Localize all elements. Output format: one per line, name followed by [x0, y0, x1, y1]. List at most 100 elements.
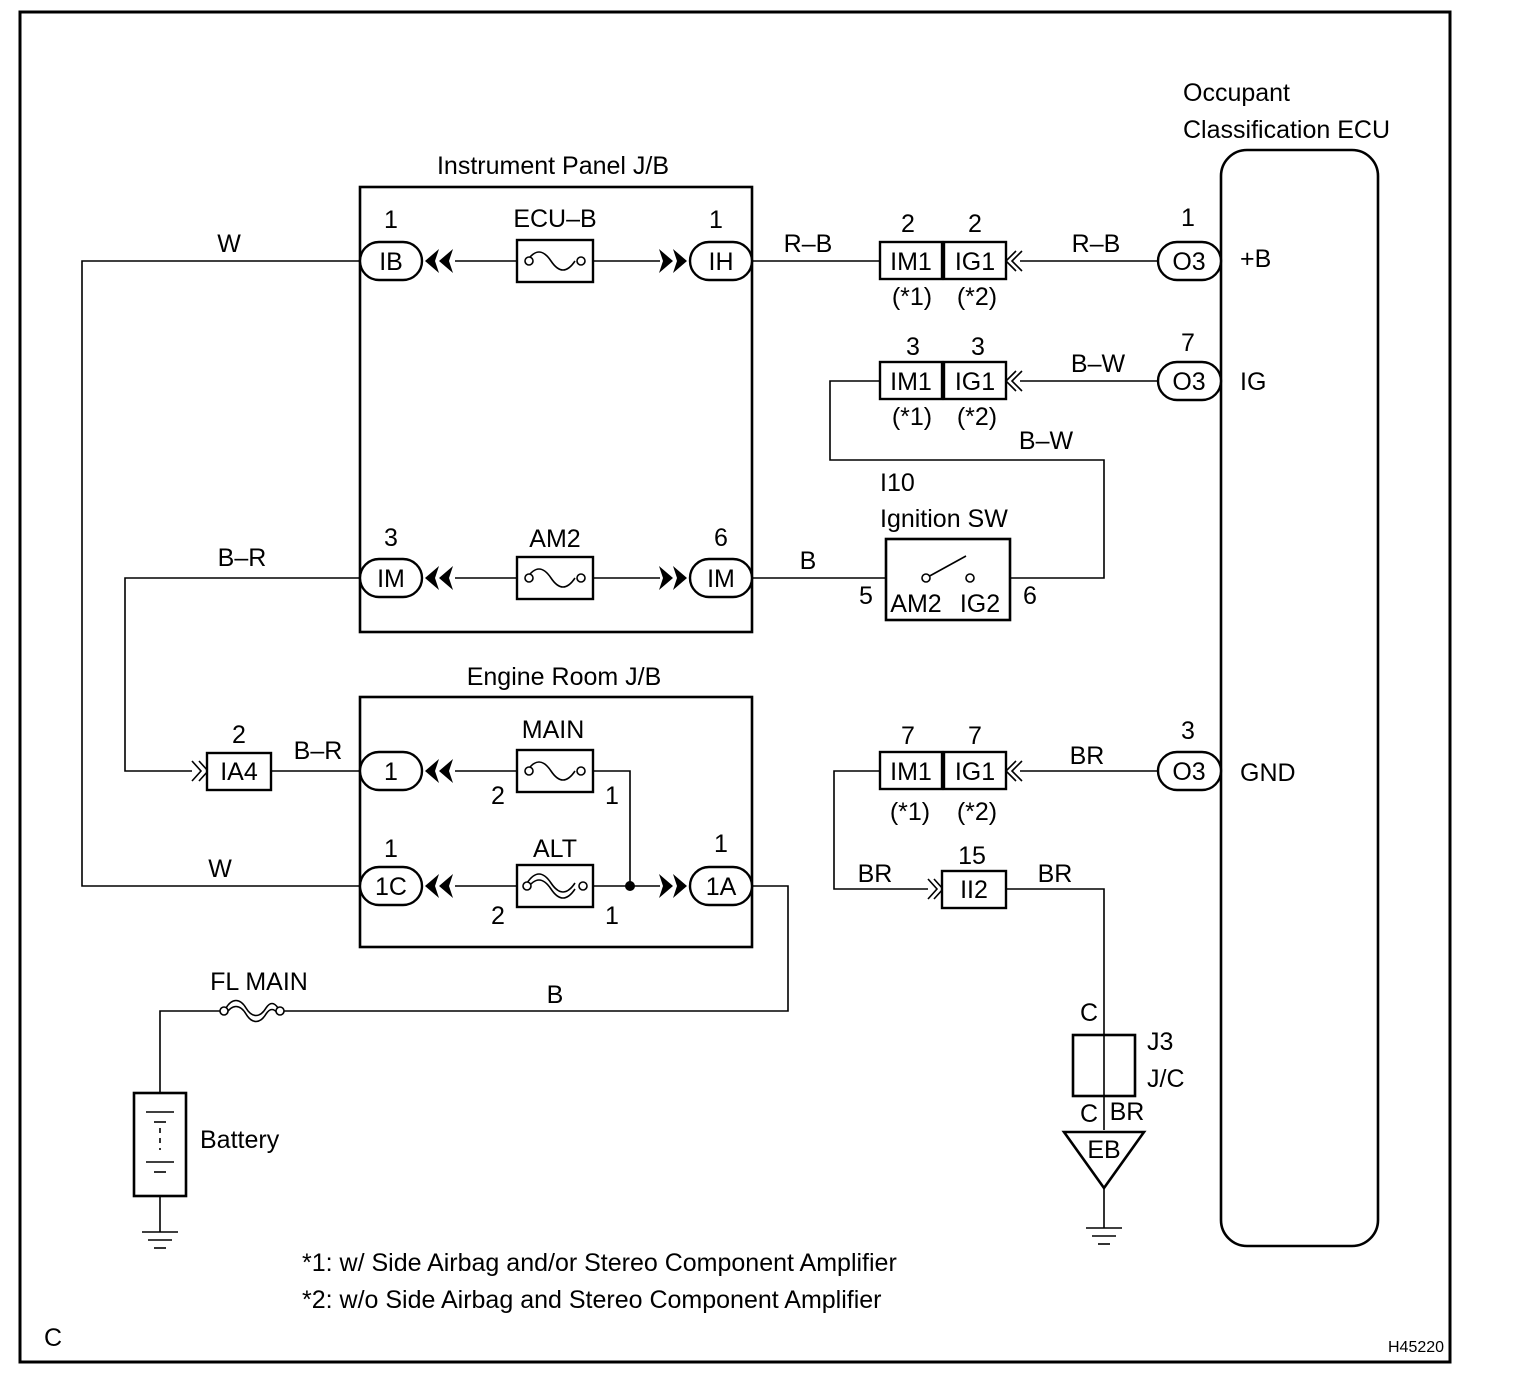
svg-text:IG: IG: [1240, 368, 1266, 396]
svg-text:IM: IM: [707, 565, 735, 593]
svg-text:BR: BR: [1038, 860, 1073, 888]
connector-split-gnd: IM1 IG1 7 7 (*1) (*2): [878, 722, 1023, 826]
svg-text:Battery: Battery: [200, 1126, 280, 1154]
svg-text:C: C: [1080, 999, 1098, 1027]
svg-text:(*1): (*1): [892, 403, 932, 431]
svg-text:Occupant: Occupant: [1183, 79, 1290, 107]
svg-text:B–W: B–W: [1019, 427, 1074, 455]
svg-text:15: 15: [958, 842, 986, 870]
engine-room-jb-box: [358, 695, 754, 949]
svg-text:1: 1: [384, 206, 398, 234]
connector-ia4: IA4 2: [191, 721, 273, 792]
svg-text:(*1): (*1): [890, 798, 930, 826]
svg-text:AM2: AM2: [529, 525, 580, 553]
svg-text:2: 2: [491, 902, 505, 930]
svg-text:1: 1: [605, 902, 619, 930]
connector-split-ig: IM1 IG1 3 3 (*1) (*2): [878, 333, 1023, 431]
svg-text:+B: +B: [1240, 245, 1271, 273]
svg-text:MAIN: MAIN: [522, 716, 585, 744]
svg-text:IB: IB: [379, 248, 403, 276]
ground-symbol-battery: [142, 1231, 178, 1249]
svg-text:R–B: R–B: [784, 230, 833, 258]
svg-text:BR: BR: [858, 860, 893, 888]
svg-text:B–R: B–R: [294, 737, 343, 765]
svg-text:O3: O3: [1172, 368, 1205, 396]
svg-text:1: 1: [1181, 204, 1195, 232]
svg-text:1: 1: [709, 206, 723, 234]
svg-text:IG1: IG1: [955, 758, 995, 786]
fuse-ecu-b: ECU–B: [513, 205, 597, 284]
fuse-main: MAIN 2 1: [491, 716, 619, 810]
svg-text:Ignition SW: Ignition SW: [880, 505, 1008, 533]
svg-text:7: 7: [901, 722, 915, 750]
connector-im-right: IM 6: [659, 524, 754, 599]
svg-text:IH: IH: [709, 248, 734, 276]
svg-text:2: 2: [491, 782, 505, 810]
svg-text:B–W: B–W: [1071, 350, 1126, 378]
svg-text:IM: IM: [377, 565, 405, 593]
svg-text:R–B: R–B: [1072, 230, 1121, 258]
svg-text:IG2: IG2: [960, 590, 1000, 618]
engine-room-jb-title: Engine Room J/B: [467, 663, 662, 691]
connector-er-1a: 1A 1: [659, 830, 754, 907]
occupant-classification-ecu: Occupant Classification ECU +B IG GND: [1183, 79, 1390, 1248]
svg-text:FL MAIN: FL MAIN: [210, 968, 308, 996]
svg-text:GND: GND: [1240, 759, 1296, 787]
ignition-switch: AM2 IG2 5 6 I10 Ignition SW: [859, 469, 1037, 622]
svg-text:(*1): (*1): [892, 283, 932, 311]
svg-text:2: 2: [232, 721, 246, 749]
svg-text:I10: I10: [880, 469, 915, 497]
svg-text:1C: 1C: [375, 873, 407, 901]
svg-text:3: 3: [384, 524, 398, 552]
svg-text:2: 2: [968, 210, 982, 238]
svg-text:1A: 1A: [706, 873, 737, 901]
svg-text:O3: O3: [1172, 248, 1205, 276]
svg-text:IM1: IM1: [890, 758, 932, 786]
fuse-am2: AM2: [515, 525, 595, 601]
svg-text:EB: EB: [1087, 1136, 1120, 1164]
connector-er-1: 1: [358, 750, 453, 792]
svg-text:1: 1: [605, 782, 619, 810]
svg-text:C: C: [1080, 1100, 1098, 1128]
svg-text:1: 1: [714, 830, 728, 858]
svg-text:IG1: IG1: [955, 368, 995, 396]
svg-text:B: B: [547, 981, 564, 1009]
note-1: *1: w/ Side Airbag and/or Stereo Compone…: [302, 1249, 897, 1277]
svg-text:IA4: IA4: [220, 758, 258, 786]
junction-connector-j3: C J3 J/C C BR: [1071, 999, 1185, 1128]
connector-ib: IB 1: [358, 206, 453, 282]
fuse-alt: ALT 2 1: [491, 835, 619, 930]
svg-text:Classification ECU: Classification ECU: [1183, 116, 1390, 144]
svg-text:3: 3: [906, 333, 920, 361]
corner-code: C: [44, 1324, 62, 1352]
svg-text:ALT: ALT: [533, 835, 577, 863]
svg-text:3: 3: [971, 333, 985, 361]
fuse-fl-main: FL MAIN: [210, 968, 308, 1023]
svg-text:5: 5: [859, 582, 873, 610]
connector-er-1c: 1C 1: [358, 835, 453, 907]
instrument-panel-jb-title: Instrument Panel J/B: [437, 152, 669, 180]
svg-text:B: B: [800, 547, 817, 575]
svg-text:(*2): (*2): [957, 403, 997, 431]
connector-ii2: II2 15: [927, 842, 1008, 910]
svg-text:1: 1: [384, 835, 398, 863]
svg-text:BR: BR: [1110, 1098, 1145, 1126]
svg-text:W: W: [208, 855, 232, 883]
connector-split-b: IM1 IG1 2 2 (*1) (*2): [878, 210, 1023, 311]
note-2: *2: w/o Side Airbag and Stereo Component…: [302, 1286, 882, 1314]
instrument-panel-jb-box: [358, 185, 754, 634]
wire-labels: W W B–R B–R R–B R–B B–W B–W B B BR BR BR: [208, 230, 1125, 1009]
svg-text:(*2): (*2): [957, 798, 997, 826]
svg-text:II2: II2: [960, 876, 988, 904]
svg-text:O3: O3: [1172, 758, 1205, 786]
svg-text:B–R: B–R: [218, 544, 267, 572]
svg-text:(*2): (*2): [957, 283, 997, 311]
connector-o3-ig: O3 7: [1156, 329, 1223, 402]
svg-text:ECU–B: ECU–B: [513, 205, 596, 233]
wires: [81, 260, 1160, 1232]
svg-text:AM2: AM2: [890, 590, 941, 618]
connector-im-left: IM 3: [358, 524, 453, 599]
svg-text:IM1: IM1: [890, 248, 932, 276]
ground-point-eb: EB: [1061, 1130, 1147, 1245]
